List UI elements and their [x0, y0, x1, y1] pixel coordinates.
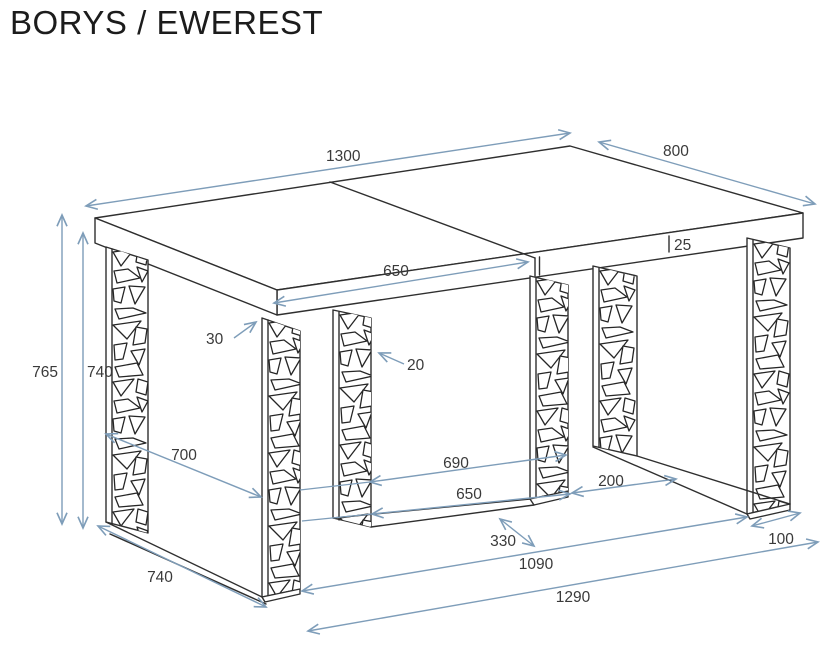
dim-top-width: 1300 [84, 128, 572, 211]
dim-front-overhang: 30 [206, 320, 258, 348]
tabletop-left-face [94, 217, 278, 316]
dim-top-half-length-label: 650 [383, 263, 409, 280]
dim-top-thickness: 25 [674, 237, 691, 254]
tabletop [94, 145, 804, 316]
dim-span-inner-label: 1090 [519, 556, 554, 573]
dim-top-half-length: 650 [272, 258, 530, 307]
page-title: BORYS / EWEREST [10, 4, 323, 41]
dim-mid-span-lower-label: 650 [456, 486, 482, 503]
dim-leg-inner-span-label: 700 [171, 447, 197, 464]
dim-leg-inner-span: 700 [104, 432, 263, 499]
dim-top-depth-label: 800 [663, 143, 689, 160]
dim-right-offset-label: 100 [768, 531, 794, 548]
dim-height-total: 765 [32, 212, 68, 527]
dim-gap-mid-right: 200 [570, 473, 678, 498]
dim-span-outer: 1290 [306, 538, 820, 635]
dim-leg-height: 740 [77, 230, 113, 531]
dimensions: 1300 800 765 740 30 650 25 20 [32, 128, 820, 635]
dim-plate-thickness-label: 20 [407, 357, 425, 374]
dim-leg-base-depth: 740 [96, 525, 268, 608]
dim-gap-mid-right-label: 200 [598, 473, 624, 490]
dim-span-outer-label: 1290 [556, 589, 591, 606]
leg-frame-right [592, 237, 791, 520]
dim-mid-span-upper: 690 [299, 450, 568, 491]
dim-leg-base-depth-label: 740 [147, 569, 173, 586]
dim-leg-height-label: 740 [87, 364, 113, 381]
dim-base-offset: 330 [490, 517, 536, 550]
dim-top-width-label: 1300 [326, 148, 361, 165]
dim-span-inner: 1090 [300, 513, 749, 595]
dim-height-total-label: 765 [32, 364, 58, 381]
dim-top-depth: 800 [597, 139, 817, 207]
dim-mid-span-upper-label: 690 [443, 455, 469, 472]
dim-base-offset-label: 330 [490, 533, 516, 550]
dim-plate-thickness: 20 [377, 352, 425, 374]
right-runner-bottom [636, 455, 791, 505]
left-runner-top [105, 521, 263, 598]
dim-right-offset: 100 [750, 510, 802, 548]
dim-front-overhang-label: 30 [206, 331, 224, 348]
middle-runner-bottom [370, 504, 535, 528]
dim-top-thickness-label: 25 [674, 237, 691, 254]
